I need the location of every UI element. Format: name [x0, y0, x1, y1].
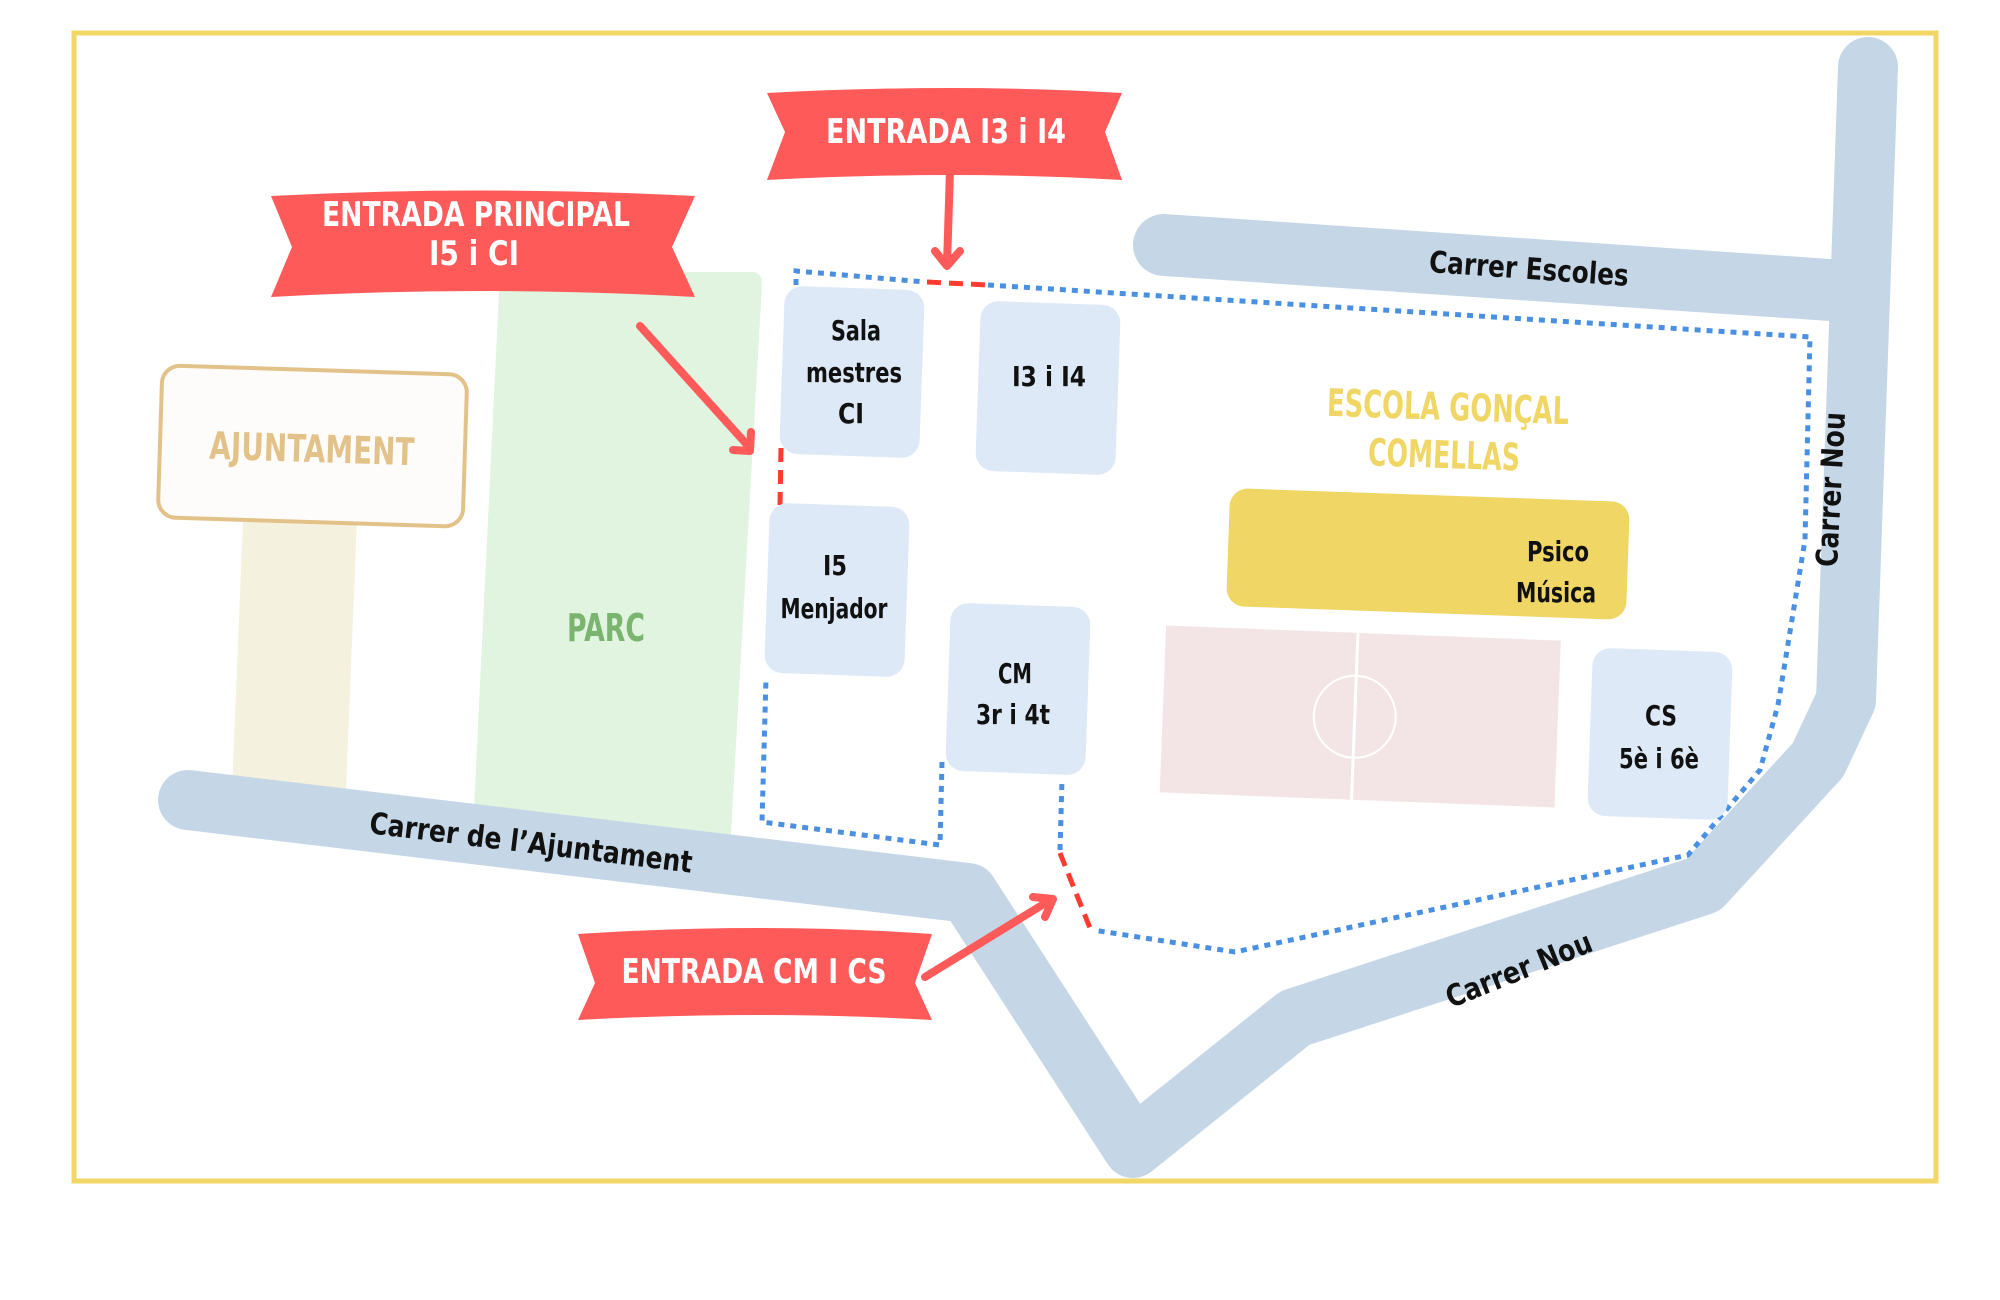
building-sala-mestres [779, 286, 925, 458]
building-i5 [764, 503, 910, 677]
park-area [472, 272, 762, 850]
i5-line1: I5 [823, 549, 847, 582]
building-cm [945, 603, 1091, 775]
school-boundary [759, 268, 1813, 955]
building-i3-i4 [975, 301, 1121, 475]
parc-label: PARC [567, 606, 645, 650]
banner-main-line2: I5 i CI [429, 234, 519, 274]
banner-i3-i4-line1: ENTRADA I3 i I4 [826, 112, 1066, 152]
cm-line2: 3r i 4t [976, 698, 1050, 731]
sala-mestres-line2: mestres [806, 356, 902, 389]
i3-i4-label: I3 i I4 [1012, 360, 1086, 393]
buildings [764, 286, 1733, 820]
cs-line2: 5è i 6è [1619, 742, 1699, 775]
banner-main-entrance: ENTRADA PRINCIPAL I5 i CI [271, 190, 695, 297]
school-name-line1: ESCOLA GONÇAL [1326, 381, 1569, 433]
entrances [777, 279, 1093, 929]
entrance-cm-cs [1057, 852, 1093, 929]
sala-mestres-line3: CI [838, 397, 864, 430]
arrow-i3-i4 [931, 166, 964, 270]
arrows [636, 166, 1057, 981]
arrow-cm-cs [921, 893, 1057, 981]
entrance-main [777, 447, 784, 506]
sala-mestres-line1: Sala [831, 314, 881, 347]
psico-line1: Psico [1527, 535, 1589, 568]
street-label-nou-vertical: Carrer Nou [1810, 411, 1853, 568]
banner-cm-cs-line1: ENTRADA CM I CS [622, 952, 887, 992]
cs-line1: CS [1645, 699, 1677, 732]
banner-i3-i4: ENTRADA I3 i I4 [767, 88, 1122, 180]
banner-cm-cs: ENTRADA CM I CS [578, 928, 932, 1020]
arrow-main-entrance [636, 322, 755, 455]
banner-main-line1: ENTRADA PRINCIPAL [322, 195, 630, 235]
ajuntament-sign [156, 363, 469, 529]
ajuntament-label: AJUNTAMENT [209, 424, 415, 474]
ajuntament-path [232, 520, 357, 790]
sports-court [1159, 625, 1561, 808]
building-psico-musica [1226, 488, 1630, 620]
psico-line2: Música [1516, 576, 1596, 609]
entrance-i3-i4 [926, 279, 989, 288]
i5-line2: Menjador [781, 592, 888, 625]
school-name-line2: COMELLAS [1367, 430, 1520, 479]
road-carrer-escoles [1133, 214, 1861, 321]
cm-line1: CM [998, 657, 1032, 690]
building-cs [1587, 648, 1733, 820]
